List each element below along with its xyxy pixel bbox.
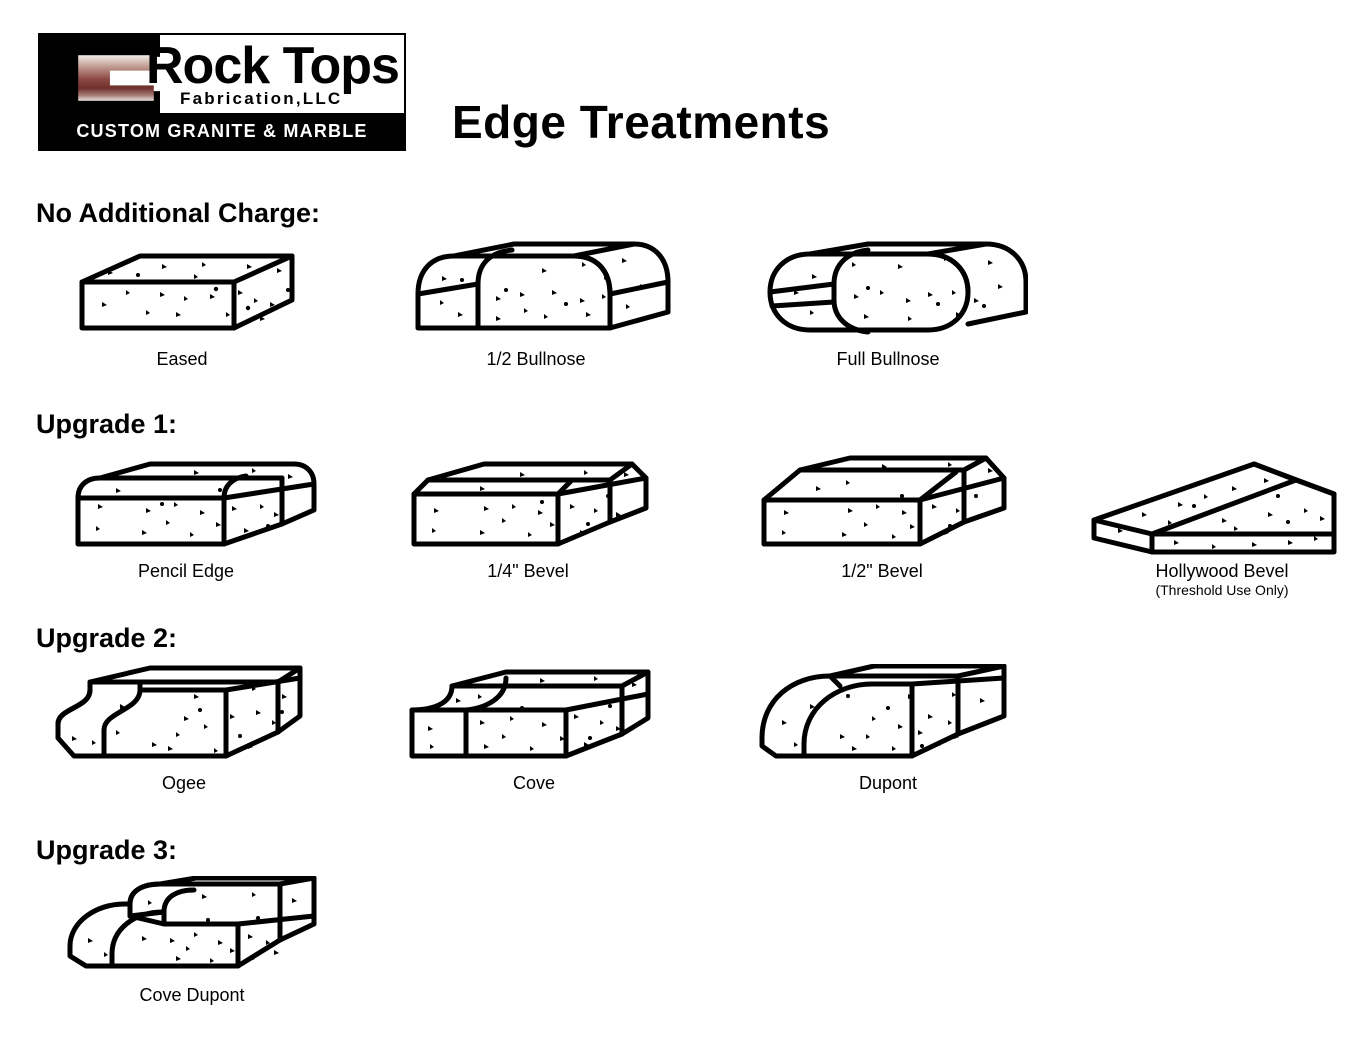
section-title-no-additional-charge: No Additional Charge: (36, 198, 320, 228)
edge-item-pencil-edge[interactable]: Pencil Edge (46, 452, 326, 582)
edge-label-pencil-edge: Pencil Edge (137, 561, 235, 581)
page-title: Edge Treatments (452, 96, 831, 148)
ogee-diagram (55, 665, 303, 759)
edge-label-ogee: Ogee (161, 773, 207, 793)
edge-row-upgrade-2: Ogee Cove (0, 664, 1364, 799)
edge-row-upgrade-3: Cove Dupont (0, 876, 1364, 1011)
edge-item-eased[interactable]: Eased (42, 240, 322, 370)
dupont-diagram (759, 664, 1007, 759)
eased-diagram (79, 253, 295, 331)
edge-label-half-bevel: 1/2" Bevel (841, 561, 923, 581)
cove-dupont-diagram (67, 876, 317, 969)
page-header: Rock Tops Fabrication,LLC CUSTOM GRANITE… (0, 0, 1364, 180)
edge-row-no-additional-charge: Eased (0, 240, 1364, 375)
granite-slab-icon (78, 55, 154, 101)
half-bullnose-diagram (415, 241, 671, 331)
edge-row-upgrade-1: Pencil Edge 1/4" Bevel (0, 452, 1364, 607)
edge-item-cove[interactable]: Cove (394, 664, 674, 794)
edge-label-dupont: Dupont (858, 773, 918, 793)
full-bullnose-diagram (767, 241, 1028, 335)
logo-tagline-band: CUSTOM GRANITE & MARBLE (40, 113, 404, 149)
section-title-upgrade-1: Upgrade 1: (36, 409, 178, 439)
edge-label-half-bullnose: 1/2 Bullnose (486, 349, 586, 369)
edge-item-hollywood-bevel[interactable]: Hollywood Bevel (Threshold Use Only) (1082, 452, 1362, 599)
company-logo: Rock Tops Fabrication,LLC CUSTOM GRANITE… (38, 33, 406, 151)
section-title-upgrade-2: Upgrade 2: (36, 623, 178, 653)
quarter-bevel-diagram (411, 461, 649, 547)
hollywood-bevel-diagram (1091, 461, 1337, 555)
edge-label-full-bullnose: Full Bullnose (836, 349, 940, 369)
section-title-upgrade-3: Upgrade 3: (36, 835, 178, 865)
edge-item-ogee[interactable]: Ogee (44, 664, 324, 794)
edge-label-quarter-bevel: 1/4" Bevel (487, 561, 569, 581)
logo-subtext: Fabrication,LLC (180, 89, 343, 108)
speckle-group (102, 262, 290, 321)
edge-item-half-bevel[interactable]: 1/2" Bevel (742, 452, 1022, 582)
edge-item-quarter-bevel[interactable]: 1/4" Bevel (388, 452, 668, 582)
edge-label-hollywood-bevel: Hollywood Bevel (1155, 561, 1289, 581)
logo-wordmark: Rock Tops (146, 37, 400, 95)
logo-upper-area: Rock Tops Fabrication,LLC (40, 35, 404, 113)
edge-label-cove: Cove (512, 773, 556, 793)
edge-item-cove-dupont[interactable]: Cove Dupont (52, 876, 332, 1006)
pencil-edge-diagram (75, 461, 317, 547)
edge-item-dupont[interactable]: Dupont (748, 664, 1028, 794)
edge-sublabel-hollywood-bevel: (Threshold Use Only) (1155, 582, 1289, 598)
edge-item-full-bullnose[interactable]: Full Bullnose (748, 240, 1028, 370)
edge-label-cove-dupont: Cove Dupont (139, 985, 245, 1005)
half-bevel-diagram (761, 455, 1007, 547)
edge-label-eased: Eased (156, 349, 208, 369)
edge-item-half-bullnose[interactable]: 1/2 Bullnose (396, 240, 676, 370)
cove-diagram (409, 669, 651, 759)
